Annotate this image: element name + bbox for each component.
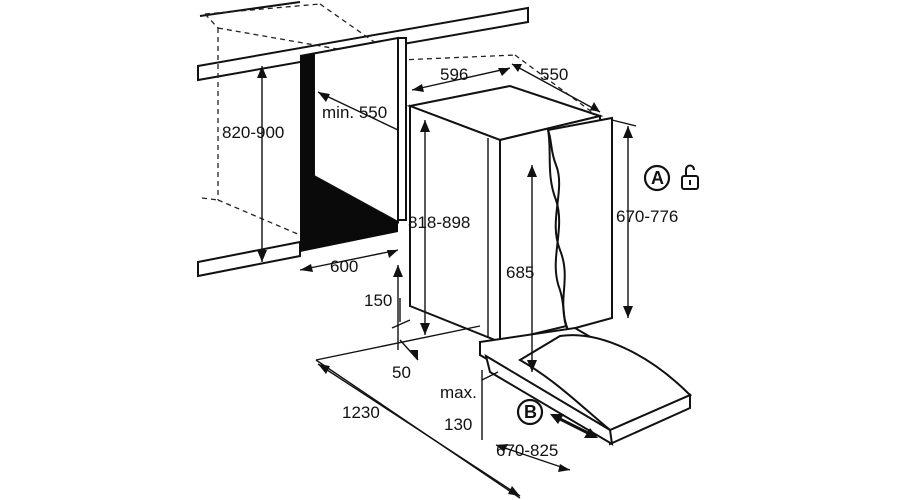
door-panel (546, 116, 613, 332)
label-door-panel-height: 670-776 (616, 207, 678, 226)
label-cabinet-width: 596 (440, 65, 468, 84)
label-niche-height: 820-900 (222, 123, 284, 142)
marker-b: B (516, 398, 544, 426)
label-total-depth: 1230 (342, 403, 380, 422)
label-inner-height: 685 (506, 263, 534, 282)
dimension-lines (257, 63, 637, 497)
marker-a: A (643, 164, 671, 192)
marker-b-label: B (524, 402, 537, 422)
lower-rail (197, 240, 301, 278)
opened-door (479, 326, 693, 446)
label-door-panel-depth: 670-825 (496, 441, 558, 460)
label-plinth-height: 150 (364, 291, 392, 310)
marker-a-label: A (651, 168, 664, 188)
lock-icon (681, 164, 699, 190)
label-niche-width: 600 (330, 257, 358, 276)
label-max-value: 130 (444, 415, 472, 434)
label-cabinet-depth: 550 (540, 65, 568, 84)
label-niche-min-depth: min. 550 (322, 103, 387, 122)
label-max: max. (440, 383, 477, 402)
label-appliance-height: 818-898 (408, 213, 470, 232)
dishwasher-body (406, 84, 604, 344)
label-plinth-offset: 50 (392, 363, 411, 382)
double-arrow-icon (550, 414, 598, 438)
niche-cavity (299, 36, 407, 252)
